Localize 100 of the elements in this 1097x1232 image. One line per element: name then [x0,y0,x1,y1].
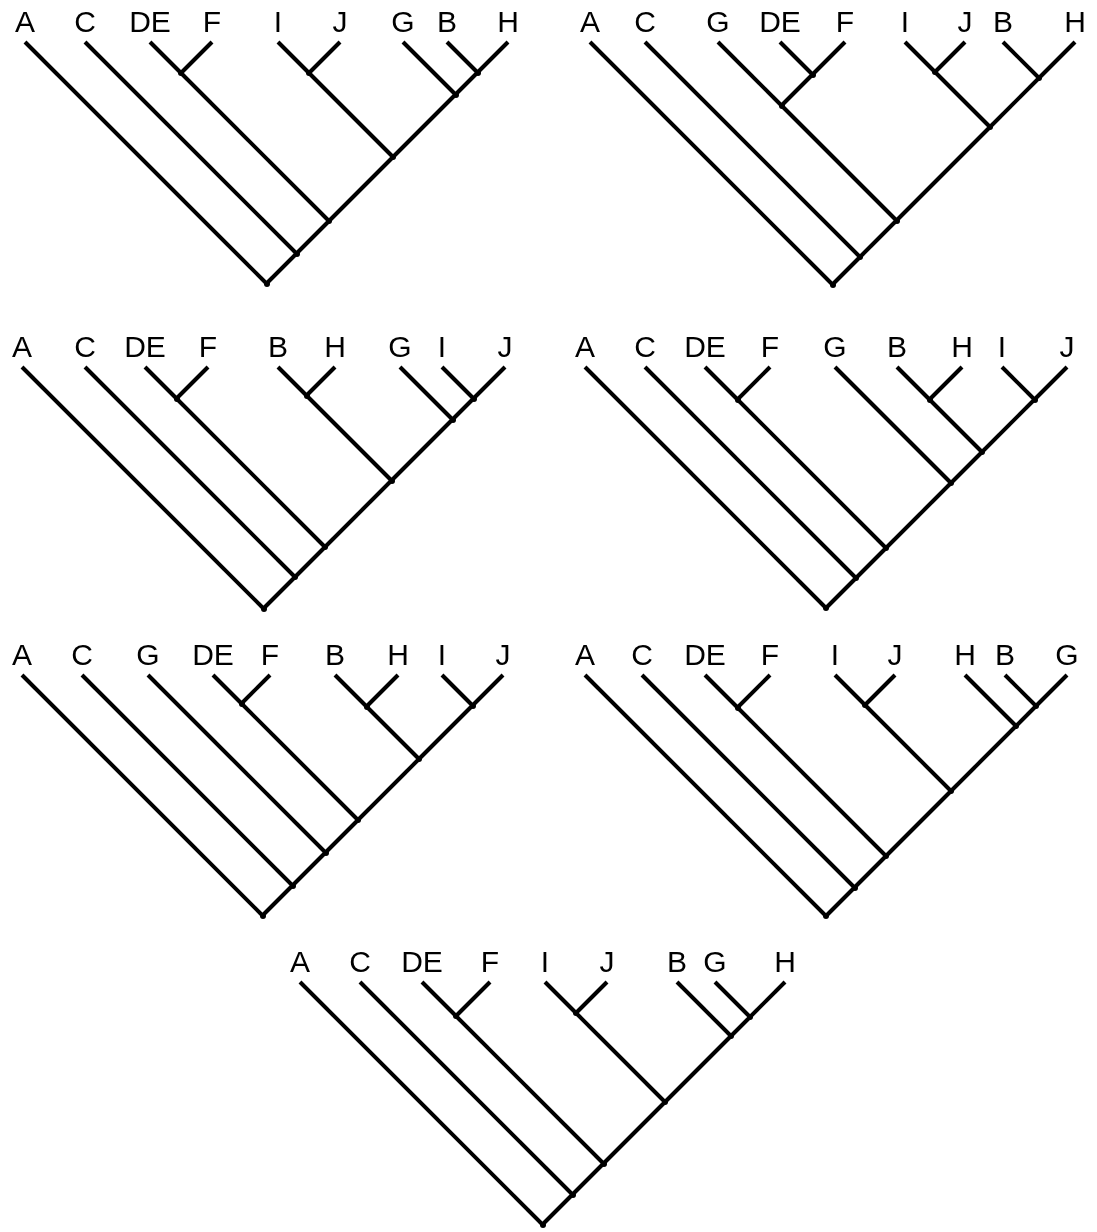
taxon-label: F [260,639,280,671]
taxon-label: I [900,6,910,38]
taxon-label: C [74,331,96,363]
taxon-label: G [1055,639,1079,671]
taxon-label: H [954,639,976,671]
branch-line [858,219,898,259]
taxon-label: F [760,639,780,671]
branch-line [780,104,898,222]
branch-line [445,40,479,74]
branch-line [1000,365,1036,401]
branch-junction [857,254,863,260]
taxon-label: J [1059,331,1075,363]
taxon-label: DE [759,6,801,38]
branch-junction [326,218,332,224]
branch-line [884,789,953,858]
branch-line [933,70,992,129]
branch-line [703,673,739,709]
taxon-label: G [703,946,727,978]
branch-junction [862,702,868,708]
branch-line [83,40,298,255]
taxon-label: J [495,639,511,671]
branch-line [663,1034,733,1104]
branch-line [1001,40,1041,80]
taxon-label: DE [129,6,171,38]
branch-line [305,394,393,482]
taxon-label: H [1064,6,1086,38]
branch-line [643,365,858,580]
branch-line [854,546,888,580]
branch-junction [662,1099,668,1105]
branch-line [440,365,475,400]
branch-junction [452,91,459,98]
branch-line [454,71,479,96]
taxon-label: B [325,639,345,671]
branch-line [358,980,574,1196]
branch-line [240,673,272,705]
taxon-label: H [497,6,519,38]
branch-line [440,673,474,707]
branch-junction [303,392,310,399]
branch-line [265,252,298,285]
branch-line [884,481,953,550]
branch-line [1014,704,1038,728]
taxon-label: I [437,639,447,671]
branch-junction [851,884,858,891]
branch-line [824,886,856,918]
taxon-label: A [575,331,595,363]
branch-junction [600,1160,607,1167]
branch-line [179,71,331,223]
taxon-label: I [997,331,1007,363]
branch-junction [260,605,267,612]
branch-junction [747,1014,753,1020]
branch-line [401,40,457,96]
branch-junction [734,704,741,711]
taxon-label: G [391,6,415,38]
branch-line [643,40,862,259]
branch-junction [289,882,296,889]
branch-junction [893,217,900,224]
taxon-label: F [480,946,500,978]
branch-line [736,673,772,709]
branch-line [988,76,1041,129]
branch-line [211,673,243,705]
taxon-label: J [957,6,973,38]
branch-junction [728,1033,734,1039]
taxon-label: A [580,6,600,38]
branch-junction [948,788,954,794]
branch-line [949,724,1018,793]
branch-junction [1036,75,1042,81]
branch-line [895,125,992,222]
branch-line [703,365,739,401]
branch-junction [883,545,889,551]
branch-junction [809,71,816,78]
taxon-label: F [202,6,222,38]
branch-line [602,1100,667,1165]
branch-line [1003,673,1038,708]
branch-line [853,854,888,889]
branch-line [175,397,327,549]
taxon-label: J [887,639,903,671]
taxon-label: I [437,331,447,363]
taxon-label: B [995,639,1015,671]
branch-line [365,705,421,761]
branch-junction [416,756,422,762]
taxon-label: A [575,639,595,671]
branch-line [454,1014,605,1165]
taxon-label: C [349,946,371,978]
taxon-label: B [887,331,907,363]
branch-line [323,479,393,549]
branch-line [729,1015,752,1038]
branch-line [291,851,327,887]
branch-line [833,673,867,707]
branch-line [391,93,457,159]
taxon-label: B [993,6,1013,38]
branch-junction [293,250,300,257]
branch-junction [883,853,889,859]
branch-line [571,1162,605,1196]
branch-junction [173,395,180,402]
branch-line [276,40,311,75]
branch-line [143,365,178,400]
branch-line [454,980,492,1018]
taxon-label: J [332,6,348,38]
branch-line [933,40,967,74]
branch-junction [1013,723,1019,729]
